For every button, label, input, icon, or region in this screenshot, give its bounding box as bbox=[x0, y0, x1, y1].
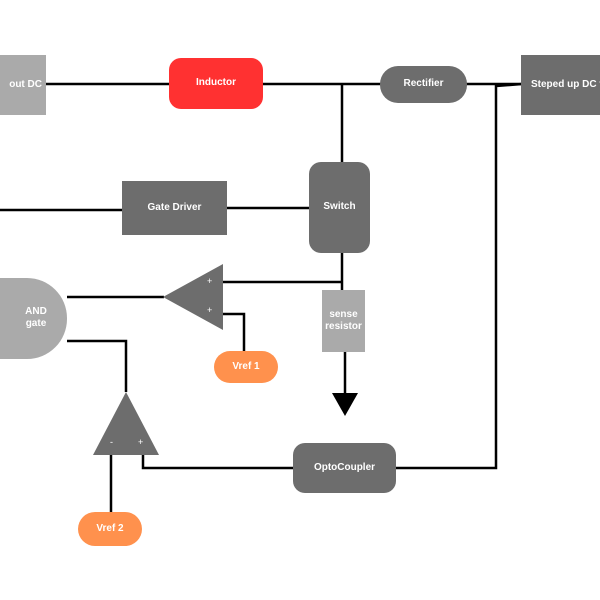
and-gate-text-wrap: AND gate bbox=[14, 295, 58, 341]
stepped-up-dc-label: Steped up DC vo bbox=[531, 78, 600, 90]
vref2-label: Vref 2 bbox=[96, 522, 124, 534]
optocoupler-block: OptoCoupler bbox=[293, 443, 396, 493]
and-gate-label: AND gate bbox=[25, 305, 47, 330]
sense-resistor-label: sense resistor bbox=[325, 308, 362, 333]
rectifier-label: Rectifier bbox=[403, 78, 444, 90]
vref1-label: Vref 1 bbox=[232, 360, 260, 372]
opamp-2 bbox=[93, 392, 159, 455]
wire-opamp1-to-vref1 bbox=[222, 312, 246, 352]
wire-opamp2-to-opto bbox=[141, 455, 294, 470]
opamp2-plus: + bbox=[138, 437, 144, 447]
optocoupler-label: OptoCoupler bbox=[313, 461, 376, 473]
wire-opto-to-output bbox=[395, 82, 523, 470]
ground-arrow bbox=[332, 393, 358, 416]
sense-resistor-block: sense resistor bbox=[322, 290, 365, 352]
inductor-label: Inductor bbox=[196, 77, 236, 89]
switch-label: Switch bbox=[323, 201, 356, 213]
opamp1-plus-top: + bbox=[207, 276, 213, 286]
inductor-block: Inductor bbox=[169, 58, 263, 109]
stepped-up-dc-block: Steped up DC vo bbox=[521, 55, 600, 115]
gate-driver-label: Gate Driver bbox=[147, 201, 202, 213]
wire-and-to-opamp2 bbox=[67, 339, 128, 392]
input-dc-block: out DC bbox=[0, 55, 46, 115]
vref2-block: Vref 2 bbox=[78, 512, 142, 546]
input-dc-label: out DC bbox=[9, 78, 42, 90]
vref1-block: Vref 1 bbox=[214, 351, 278, 383]
opamp2-minus: - bbox=[110, 437, 113, 447]
gate-driver-block: Gate Driver bbox=[122, 181, 227, 235]
opamp-1 bbox=[163, 264, 223, 330]
rectifier-block: Rectifier bbox=[380, 66, 467, 103]
and-gate-block bbox=[0, 278, 67, 359]
opamp1-plus-bottom: + bbox=[207, 305, 213, 315]
switch-block: Switch bbox=[309, 162, 370, 253]
